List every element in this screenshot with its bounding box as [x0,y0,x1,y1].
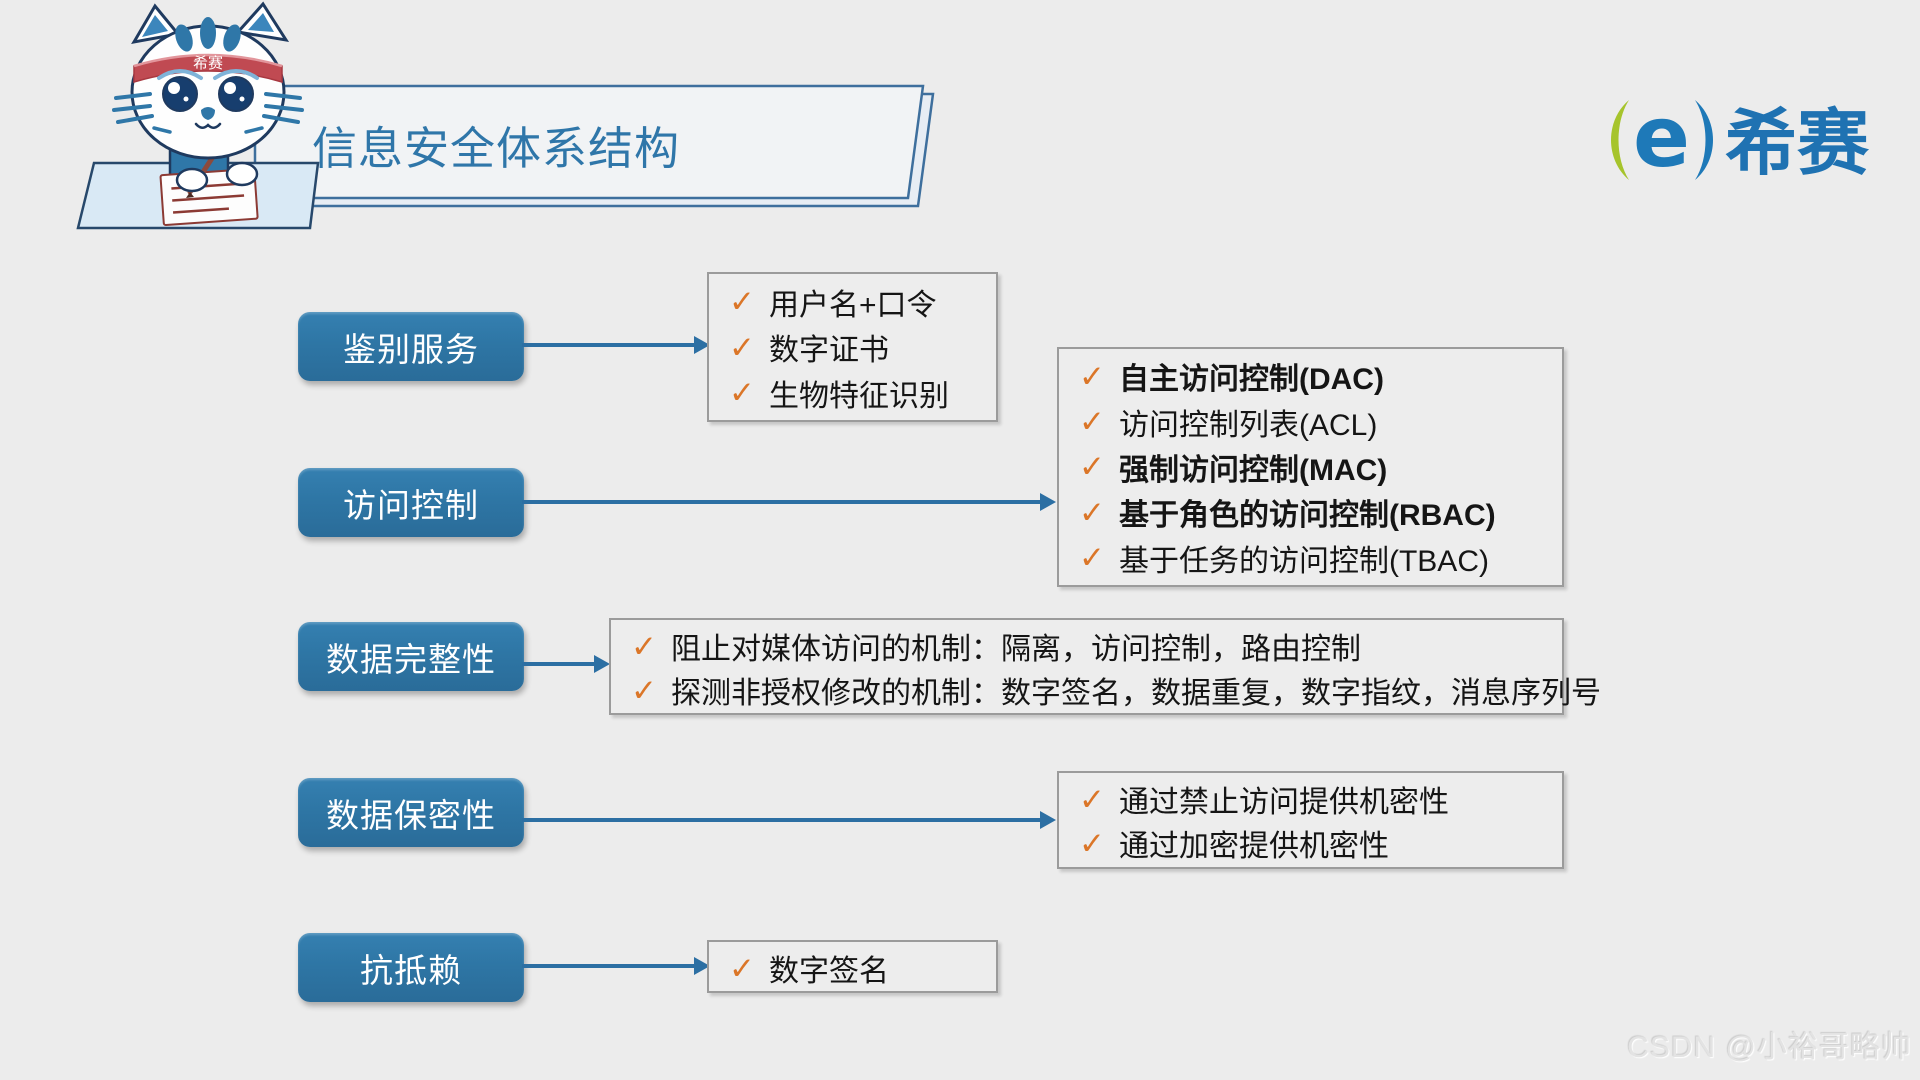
node-non-repudiation: 抗抵赖 [298,933,524,1002]
arrow-connector [522,957,710,975]
logo-e-mark: e [1633,96,1690,186]
list-item-text: 基于任务的访问控制(TBAC) [1118,544,1489,578]
list-item-text: 阻止对媒体访问的机制：隔离，访问控制，路由控制 [670,633,1361,666]
logo-green-arc [1611,100,1629,180]
list-item: ✓ 阻止对媒体访问的机制：隔离，访问控制，路由控制 [631,624,1542,668]
list-item-text: 通过禁止访问提供机密性 [1118,786,1449,819]
check-icon: ✓ [1079,825,1105,861]
check-icon: ✓ [729,284,755,319]
page-title: 信息安全体系结构 [312,123,681,174]
brand-logo: e 希赛 [1611,96,1870,186]
list-item: ✓ 强制访问控制(MAC) [1079,445,1542,489]
watermark: CSDN @小裕哥略帅 [1627,1031,1912,1064]
node-authentication-service: 鉴别服务 [298,312,524,381]
check-icon: ✓ [631,628,657,664]
list-item: ✓ 访问控制列表(ACL) [1079,400,1542,444]
check-icon: ✓ [729,950,755,986]
list-item: ✓ 探测非授权修改的机制：数字签名，数据重复，数字指纹，消息序列号 [631,668,1601,712]
arrow-connector [522,811,1056,829]
check-icon: ✓ [1079,404,1105,440]
detail-box-non-repudiation: ✓ 数字签名 [707,940,998,993]
title-plate [253,84,935,208]
list-item: ✓ 通过加密提供机密性 [1079,821,1542,865]
list-item-text: 强制访问控制(MAC) [1118,453,1388,487]
node-data-confidentiality: 数据保密性 [298,778,524,847]
list-item: ✓ 生物特征识别 [729,371,976,415]
list-item-text: 访问控制列表(ACL) [1118,408,1378,442]
list-item: ✓ 数字签名 [729,946,976,990]
list-item-text: 数字签名 [768,955,889,988]
arrow-connector [522,493,1056,511]
arrow-connector [522,655,610,673]
detail-box-data-confidentiality: ✓ 通过禁止访问提供机密性 ✓ 通过加密提供机密性 [1057,771,1564,869]
list-item-text: 基于角色的访问控制(RBAC) [1118,499,1496,533]
node-access-control: 访问控制 [298,468,524,537]
list-item-text: 数字证书 [768,334,889,367]
logo-blue-arc [1695,100,1713,180]
check-icon: ✓ [1079,781,1105,817]
list-item-text: 用户名+口令 [768,288,937,322]
mascot-cat-illustration: 希赛 [76,1,320,230]
list-item: ✓ 数字证书 [729,325,976,369]
check-icon: ✓ [1079,540,1105,576]
check-icon: ✓ [729,375,755,410]
list-item: ✓ 通过禁止访问提供机密性 [1079,777,1542,821]
detail-box-authentication: ✓ 用户名+口令 ✓ 数字证书 ✓ 生物特征识别 [707,272,998,422]
check-icon: ✓ [631,672,657,708]
list-item: ✓ 基于任务的访问控制(TBAC) [1079,536,1542,580]
list-item-text: 通过加密提供机密性 [1118,830,1389,863]
list-item: ✓ 基于角色的访问控制(RBAC) [1079,490,1542,534]
detail-box-data-integrity: ✓ 阻止对媒体访问的机制：隔离，访问控制，路由控制 ✓ 探测非授权修改的机制：数字签… [609,618,1601,715]
check-icon: ✓ [729,329,755,365]
node-data-integrity: 数据完整性 [298,622,524,691]
check-icon: ✓ [1079,358,1105,394]
detail-box-access-control: ✓ 自主访问控制(DAC) ✓ 访问控制列表(ACL) ✓ 强制访问控制(MAC) ✓… [1057,347,1564,587]
list-item-text: 生物特征识别 [768,379,949,413]
mascot-headband-label: 希赛 [193,55,223,72]
list-item: ✓ 用户名+口令 [729,280,976,324]
list-item-text: 探测非授权修改的机制：数字签名，数据重复，数字指纹，消息序列号 [670,677,1601,710]
check-icon: ✓ [1079,494,1105,530]
list-item-text: 自主访问控制(DAC) [1118,363,1384,397]
arrow-connector [522,336,710,354]
list-item: ✓ 自主访问控制(DAC) [1079,354,1542,398]
logo-text: 希赛 [1725,104,1870,184]
check-icon: ✓ [1079,449,1105,485]
